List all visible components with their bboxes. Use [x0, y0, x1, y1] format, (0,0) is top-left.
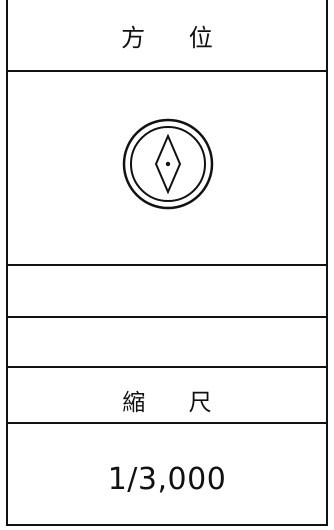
- scale-header-cell: 縮 尺: [8, 368, 326, 424]
- orientation-header: 方 位: [121, 24, 231, 52]
- north-arrow-compass-icon: [122, 118, 214, 210]
- blank-row-2: [8, 318, 326, 368]
- orientation-cell: [8, 72, 326, 266]
- scale-header: 縮 尺: [122, 390, 230, 416]
- orientation-header-cell: 方 位: [8, 0, 326, 72]
- blank-row-1: [8, 266, 326, 318]
- scale-value: 1/3,000: [107, 462, 227, 497]
- map-info-table: 方 位 縮 尺 1/3,000: [6, 0, 328, 526]
- scale-value-cell: 1/3,000: [8, 424, 326, 526]
